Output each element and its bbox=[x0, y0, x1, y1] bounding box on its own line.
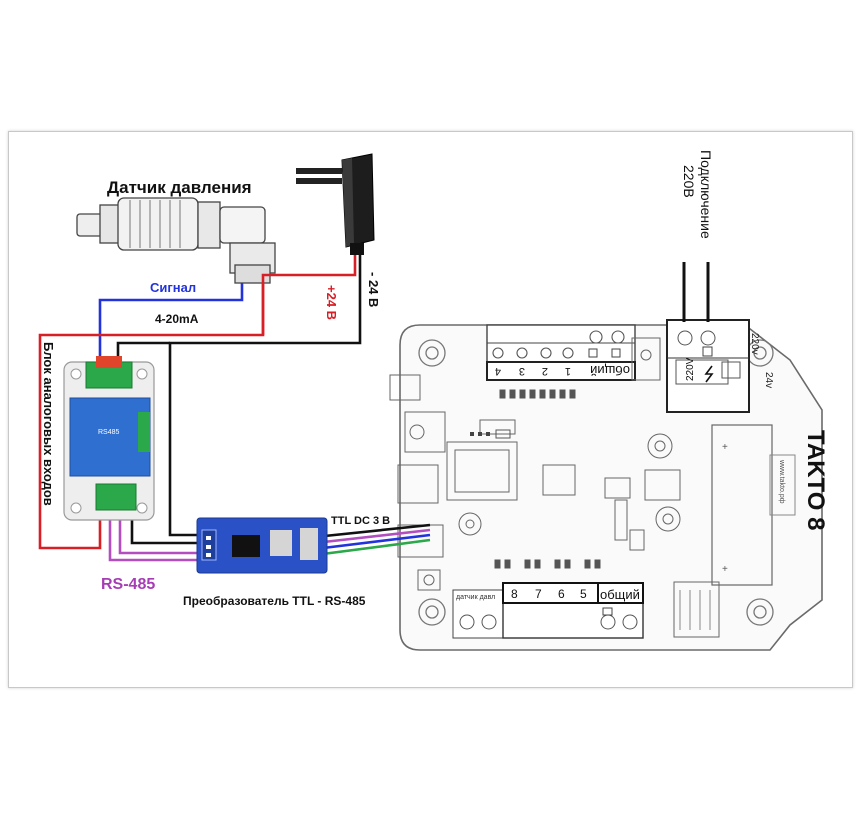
terminal-label-220v-side: 220v bbox=[749, 333, 760, 355]
pressure-sensor-label: Датчик давления bbox=[107, 178, 252, 197]
analog-block-label: Блок аналоговых входов bbox=[41, 342, 56, 506]
ttl-rs485-converter bbox=[196, 517, 328, 574]
ttl-dc-label: TTL DC 3 В bbox=[331, 515, 390, 527]
terminal-label-common-bottom: общий bbox=[600, 587, 640, 602]
rs485-wire-a bbox=[108, 510, 205, 562]
terminal-label-common-top: общий bbox=[590, 363, 630, 378]
board-site: www.takto.рф bbox=[778, 459, 785, 504]
terminal-label-8: 8 bbox=[511, 587, 518, 601]
board-name: TAKTO 8 bbox=[802, 430, 829, 530]
power-voltage-label: 220В bbox=[681, 165, 697, 198]
bottom-terminal-block: датчик давл 8 7 6 5 общий bbox=[452, 582, 644, 639]
rs485-wire-b bbox=[118, 510, 205, 555]
terminal-label-1: 1 bbox=[565, 365, 571, 377]
svg-text:+: + bbox=[722, 442, 728, 453]
sensor-header-label: датчик давл bbox=[456, 594, 495, 601]
board-components bbox=[389, 374, 681, 591]
controller-board: 4 3 2 1 общий 220V 220v 24v Подк bbox=[389, 150, 829, 651]
terminal-label-6: 6 bbox=[558, 587, 565, 601]
terminal-label-5: 5 bbox=[580, 587, 587, 601]
terminal-label-3: 3 bbox=[519, 365, 525, 377]
rs485-label: RS-485 bbox=[101, 576, 155, 593]
power-terminal-block: 220V 220v 24v bbox=[666, 319, 774, 413]
top-terminal-block: 4 3 2 1 общий bbox=[486, 324, 636, 381]
module-name-label: RS485 bbox=[98, 429, 120, 436]
wires bbox=[38, 255, 431, 562]
power-adapter bbox=[296, 153, 375, 255]
signal-label: Сигнал bbox=[150, 280, 196, 295]
terminal-label-2: 2 bbox=[542, 365, 548, 377]
terminal-label-24v: 24v bbox=[763, 372, 774, 388]
terminal-label-220v: 220V bbox=[685, 357, 696, 381]
converter-label: Преобразователь TTL - RS-485 bbox=[183, 594, 366, 608]
svg-text:+: + bbox=[722, 564, 728, 575]
current-range-label: 4-20mA bbox=[155, 312, 199, 326]
power-connection-label: Подключение bbox=[698, 150, 714, 239]
terminal-label-7: 7 bbox=[535, 587, 542, 601]
plus-24v-label: +24 В bbox=[324, 285, 339, 320]
terminal-label-4: 4 bbox=[495, 365, 501, 377]
pressure-sensor bbox=[76, 197, 276, 284]
analog-input-module: RS485 bbox=[63, 356, 155, 521]
plus-24v-wire bbox=[38, 255, 357, 550]
minus-24v-label: - 24 В bbox=[366, 272, 381, 307]
module-black-wire bbox=[130, 510, 205, 545]
power-input-wires bbox=[682, 262, 710, 322]
